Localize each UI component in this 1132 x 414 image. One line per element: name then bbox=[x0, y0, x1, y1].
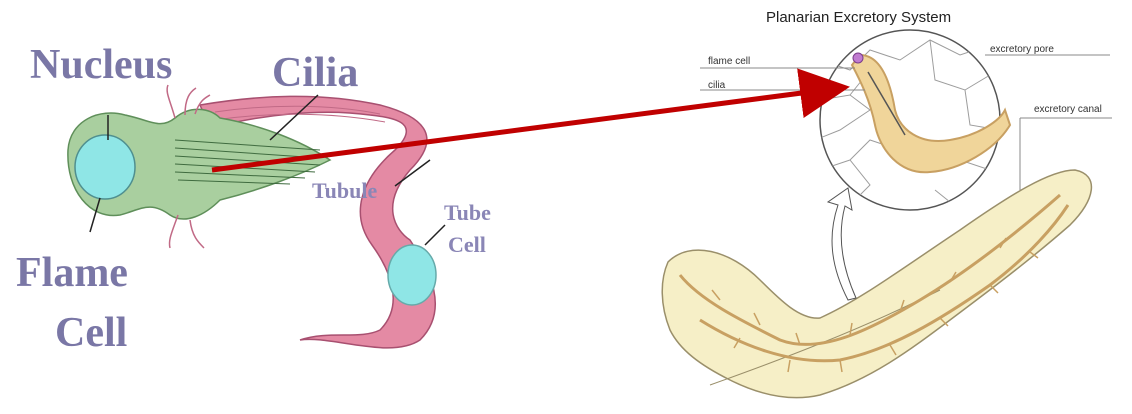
planarian-diagram: Planarian Excretory System bbox=[662, 9, 1112, 398]
label-cell: Cell bbox=[55, 310, 127, 356]
label-excretory-canal: excretory canal bbox=[1034, 104, 1102, 115]
tube-cell-nucleus bbox=[388, 245, 436, 305]
label-cilia-small: cilia bbox=[708, 80, 726, 91]
diagram-title: Planarian Excretory System bbox=[766, 9, 951, 26]
label-tube: Tube bbox=[444, 200, 491, 225]
magnification-arrow bbox=[828, 188, 856, 300]
label-flame-cell: flame cell bbox=[708, 56, 750, 67]
label-tubule: Tubule bbox=[312, 178, 377, 203]
label-excretory-pore: excretory pore bbox=[990, 44, 1054, 55]
label-tube-cell: Cell bbox=[448, 232, 486, 257]
label-flame: Flame bbox=[16, 250, 128, 296]
magnified-view bbox=[820, 30, 1000, 210]
flame-cell-bulb bbox=[853, 53, 863, 63]
flame-cell-nucleus bbox=[75, 135, 135, 199]
label-nucleus: Nucleus bbox=[30, 42, 172, 88]
label-cilia: Cilia bbox=[272, 50, 358, 96]
flame-cell-diagram: Nucleus Cilia Flame Cell Tubule Tube Cel… bbox=[16, 42, 491, 356]
